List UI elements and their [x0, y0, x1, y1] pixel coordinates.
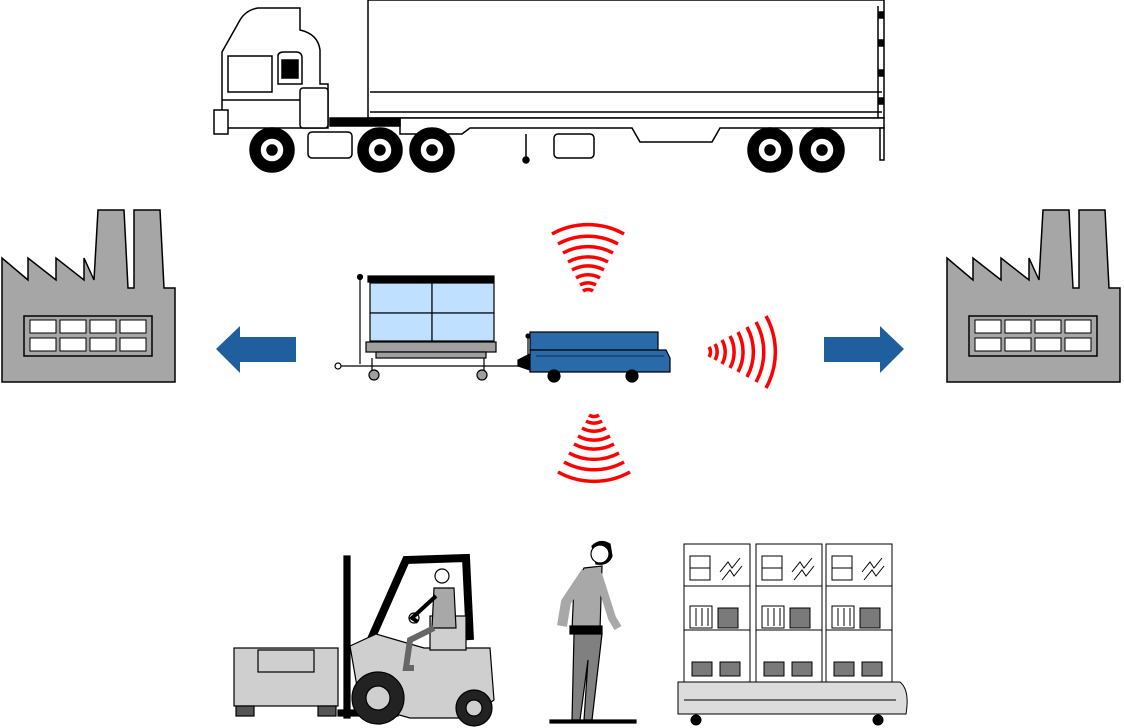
- trailer-box: [367, 0, 885, 119]
- wireless-signal-top-icon: [551, 222, 625, 293]
- semi-truck: [213, 0, 885, 173]
- shelf-unit: [683, 543, 751, 683]
- shelf-unit: [755, 543, 823, 683]
- wireless-signal-right-icon: [707, 315, 778, 389]
- walking-worker: [549, 540, 637, 724]
- shelf-trolley: [677, 543, 908, 726]
- automated-guided-vehicle: [517, 331, 671, 383]
- truck-wheels: [249, 127, 845, 173]
- left-arrow-icon: [216, 326, 296, 373]
- factory-right-icon: [946, 209, 1121, 383]
- shelf-unit: [825, 543, 893, 683]
- forklift: [233, 553, 495, 727]
- wireless-signal-bottom-icon: [557, 413, 631, 484]
- right-arrow-icon: [824, 326, 904, 373]
- pallet-cart: [334, 273, 522, 381]
- factory-left-icon: [1, 209, 176, 383]
